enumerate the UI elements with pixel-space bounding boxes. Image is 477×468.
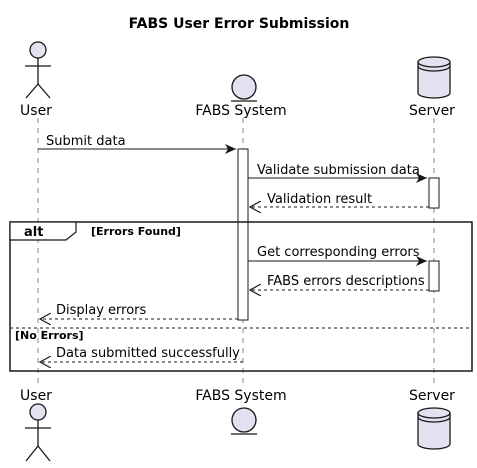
participant-user-top: User (20, 41, 52, 119)
message-errors-descriptions: FABS errors descriptions (250, 274, 429, 290)
activation-server-2 (428, 260, 440, 292)
actor-icon (25, 403, 51, 462)
message-label: Validation result (267, 192, 372, 207)
alt-tab (9, 221, 77, 241)
diagram-title: FABS User Error Submission (129, 16, 350, 32)
message-label: FABS errors descriptions (267, 274, 425, 289)
activation-fabs (237, 148, 249, 321)
participant-label-server: Server (409, 388, 455, 404)
entity-icon (231, 407, 257, 435)
participant-server-top: Server (409, 56, 455, 119)
message-label: Data submitted successfully (56, 346, 240, 361)
message-display-errors: Display errors (40, 303, 238, 319)
participant-label-user: User (20, 103, 52, 119)
message-validate: Validate submission data (248, 163, 427, 183)
message-validation-result: Validation result (250, 192, 429, 207)
alt-fragment: alt [Errors Found] [No Errors] (9, 221, 473, 372)
participant-label-fabs: FABS System (195, 388, 286, 404)
message-label: Validate submission data (257, 163, 420, 178)
database-icon (417, 56, 451, 99)
participant-label-fabs: FABS System (195, 103, 286, 119)
message-data-submitted: Data submitted successfully (40, 346, 243, 362)
message-submit-data: Submit data (38, 134, 236, 154)
participant-label-server: Server (409, 103, 455, 119)
participant-server-bottom: Server (409, 388, 455, 450)
alt-frame (9, 221, 473, 372)
database-icon (417, 407, 451, 450)
alt-keyword: alt (24, 225, 43, 240)
actor-icon (25, 41, 51, 99)
participant-user-bottom: User (20, 388, 52, 462)
participant-fabs-top: FABS System (195, 74, 287, 119)
message-label: Display errors (56, 303, 147, 318)
message-label: Submit data (46, 134, 126, 149)
message-get-errors: Get corresponding errors (248, 245, 427, 266)
entity-icon (231, 74, 257, 102)
participant-label-user: User (20, 388, 52, 404)
message-label: Get corresponding errors (257, 245, 420, 260)
alt-guard-no-errors: [No Errors] (15, 329, 84, 342)
participant-fabs-bottom: FABS System (195, 388, 287, 435)
alt-guard-errors: [Errors Found] (91, 225, 181, 238)
activation-server-1 (428, 177, 440, 209)
